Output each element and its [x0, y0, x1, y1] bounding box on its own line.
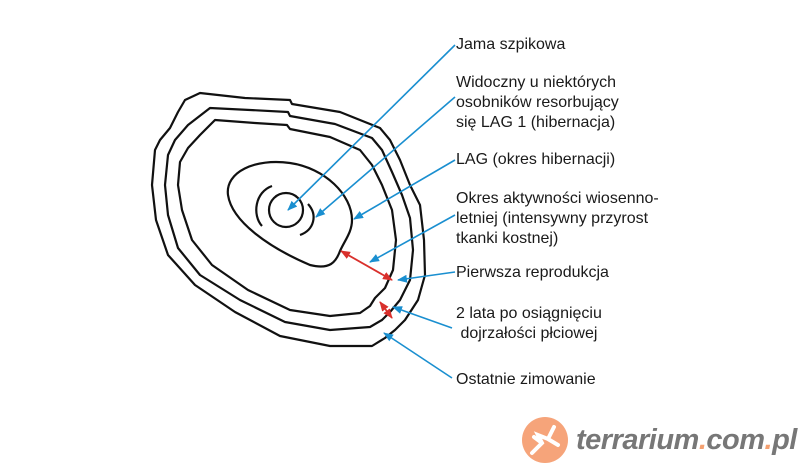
- resorbing-lag-arc-left: [255, 184, 273, 227]
- label-line: Okres aktywności wiosenno-: [456, 190, 659, 207]
- pointer-lag: [353, 159, 456, 220]
- inner-ring: [176, 118, 398, 318]
- gecko-logo-icon: [522, 417, 568, 463]
- lag-line: [226, 160, 354, 268]
- label-line: Pierwsza reprodukcja: [456, 264, 609, 281]
- label-line: 2 lata po osiągnięciu: [456, 305, 602, 322]
- middle-ring: [163, 106, 415, 332]
- logo-text-part: com: [706, 423, 765, 456]
- label-last-wintering: Ostatnie zimowanie: [456, 370, 596, 390]
- logo-dot: .: [698, 423, 707, 456]
- label-line: Jama szpikowa: [456, 36, 566, 53]
- label-line: LAG (okres hibernacji): [456, 151, 616, 168]
- label-two-years: 2 lata po osiągnięciu dojrzałości płciow…: [456, 304, 602, 344]
- label-line: Ostatnie zimowanie: [456, 371, 596, 388]
- label-line: letniej (intensywny przyrost: [456, 210, 649, 227]
- label-line: Widoczny u niektórych: [456, 74, 617, 91]
- label-marrow-cavity: Jama szpikowa: [456, 35, 565, 55]
- label-line: osobników resorbujący: [456, 94, 619, 111]
- pointer-resorbing-lag: [315, 96, 456, 218]
- pointer-two-years: [392, 306, 453, 329]
- pointer-first-reproduction: [397, 271, 456, 283]
- terrarium-logo: terrarium.com.pl: [520, 415, 797, 465]
- pointer-marrow: [287, 44, 456, 211]
- resorbing-lag-arc-right: [299, 203, 315, 237]
- outer-ring: [150, 91, 427, 348]
- label-lag: LAG (okres hibernacji): [456, 150, 615, 170]
- label-first-reproduction: Pierwsza reprodukcja: [456, 263, 609, 283]
- label-line: się LAG 1 (hibernacja): [456, 114, 616, 131]
- logo-dot: .: [764, 423, 773, 456]
- pointer-last-wintering: [383, 332, 453, 379]
- interval-arrow-activity: [340, 250, 393, 281]
- label-line: tkanki kostnej): [456, 230, 559, 247]
- logo-text: terrarium.com.pl: [576, 424, 797, 457]
- logo-text-part: terrarium: [576, 423, 699, 456]
- label-resorbing-lag: Widoczny u niektórych osobników resorbują…: [456, 73, 619, 133]
- label-activity-period: Okres aktywności wiosenno-letniej (inten…: [456, 189, 659, 249]
- logo-text-part: pl: [772, 423, 797, 456]
- label-line: dojrzałości płciowej: [456, 325, 598, 342]
- interval-arrow-two-years: [379, 301, 393, 319]
- marrow-cavity-outline: [267, 191, 305, 229]
